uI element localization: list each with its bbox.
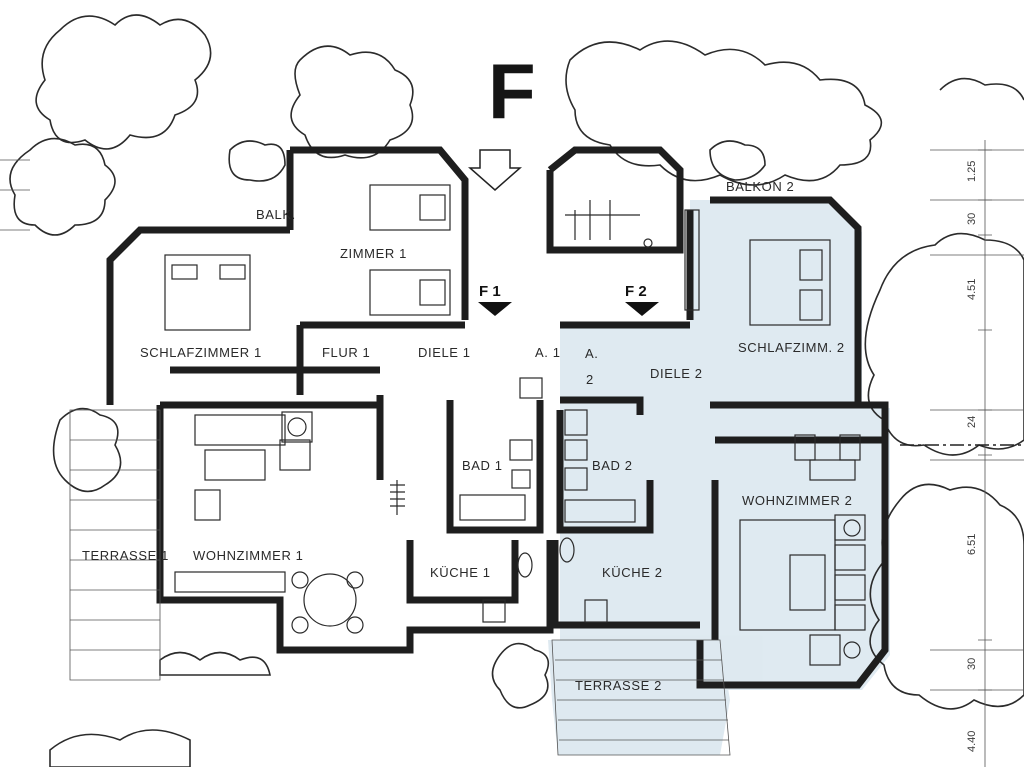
- entrance-label-f2: F 2: [625, 283, 647, 300]
- room-label-bad-2: BAD 2: [592, 458, 633, 473]
- dim-1: 1.25: [966, 161, 978, 182]
- room-label-zimmer-1: ZIMMER 1: [340, 246, 407, 261]
- room-label-terrasse-2: TERRASSE 2: [575, 678, 662, 693]
- room-label-schlafzimmer-1: SCHLAFZIMMER 1: [140, 345, 262, 360]
- furniture-unit-2: [559, 200, 866, 666]
- dimension-line-right: 1.25 30 4.51 24 6.51 30 4.40: [900, 140, 1024, 767]
- dim-2: 30: [966, 213, 978, 225]
- furniture-unit-1: [164, 184, 543, 634]
- room-label-kueche-1: KÜCHE 1: [430, 565, 491, 580]
- room-label-flur-1: FLUR 1: [322, 345, 370, 360]
- entrance-label-f1: F 1: [479, 283, 501, 300]
- unit-1-walls: [106, 146, 554, 654]
- room-label-balkon-2: BALKON 2: [726, 179, 794, 194]
- room-label-abstell-2b: 2: [586, 372, 594, 387]
- room-label-wohnzimmer-1: WOHNZIMMER 1: [193, 548, 303, 563]
- dim-5: 6.51: [966, 534, 978, 555]
- room-label-wohnzimmer-2: WOHNZIMMER 2: [742, 493, 852, 508]
- room-label-terrasse-1: TERRASSE 1: [82, 548, 169, 563]
- dim-4: 24: [966, 416, 978, 428]
- trees: [9, 14, 1024, 767]
- unit-2-walls: [546, 146, 889, 689]
- room-label-abstell-2a: A.: [585, 346, 598, 361]
- room-label-bad-1: BAD 1: [462, 458, 503, 473]
- room-label-diele-2: DIELE 2: [650, 366, 703, 381]
- room-label-kueche-2: KÜCHE 2: [602, 565, 663, 580]
- building-letter: F: [488, 47, 536, 135]
- room-label-abstell-1: A. 1: [535, 345, 561, 360]
- dim-6: 30: [966, 658, 978, 670]
- dim-3: 4.51: [966, 279, 978, 300]
- entrance-arrows: [468, 149, 659, 316]
- unit-2-highlight: [548, 200, 890, 755]
- room-label-diele-1: DIELE 1: [418, 345, 471, 360]
- dim-7: 4.40: [966, 731, 978, 752]
- room-label-balkon-1: BALK.: [256, 207, 296, 222]
- room-label-schlafzimmer-2: SCHLAFZIMM. 2: [738, 340, 845, 355]
- terrace-hatching: [0, 149, 1024, 756]
